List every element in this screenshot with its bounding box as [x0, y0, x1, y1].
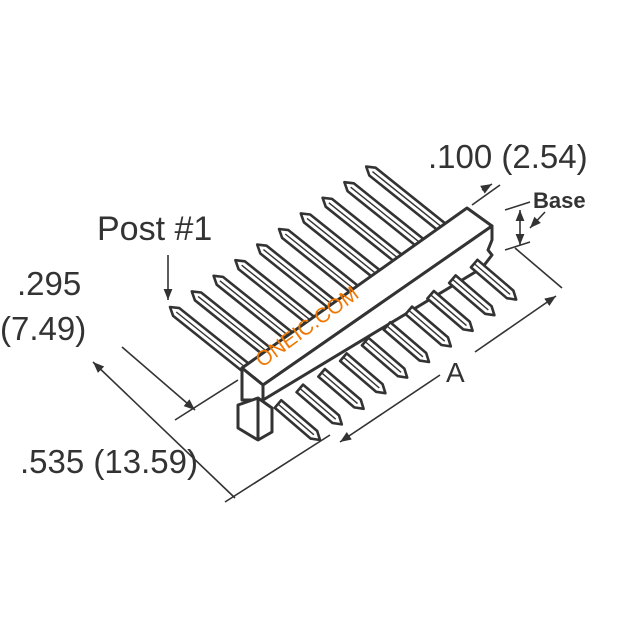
bottom-pin-ridge: [364, 341, 402, 373]
top-pin-ridge: [241, 264, 316, 325]
top-pin-ridge: [197, 295, 273, 356]
bottom-pin-row: [273, 258, 518, 442]
bottom-pin-ridge: [321, 372, 358, 405]
top-pin-ridge: [328, 202, 404, 263]
top-pin-ridge: [219, 280, 295, 341]
base-label: Base: [533, 188, 586, 213]
bottom-pin-ridge: [386, 325, 424, 358]
post1-label: Post #1: [97, 210, 212, 248]
bottom-pin-ridge: [473, 263, 511, 295]
length-a-label: A: [446, 357, 465, 388]
height-inch-label: .295: [17, 265, 81, 302]
top-pin-ridge: [372, 171, 447, 232]
bottom-pin-ridge: [430, 294, 467, 327]
pitch-dimension-label: .100 (2.54): [428, 138, 588, 175]
bottom-pin-ridge: [451, 278, 489, 311]
bottom-pin-ridge: [277, 403, 315, 436]
bottom-pin-ridge: [408, 309, 446, 342]
height-mm-label: (7.49): [0, 310, 86, 347]
dimension-lines: [92, 183, 563, 503]
top-pin-ridge: [284, 233, 360, 294]
connector-body: [236, 206, 494, 442]
top-pin-ridge: [263, 249, 338, 310]
bottom-pin-ridge: [342, 356, 380, 389]
top-pin-ridge: [306, 217, 382, 278]
depth-dimension-label: .535 (13.59): [20, 443, 198, 480]
top-pin-ridge: [175, 311, 251, 372]
top-pin-row: [168, 165, 451, 377]
top-pin-ridge: [350, 186, 425, 247]
bottom-pin-ridge: [299, 387, 337, 420]
